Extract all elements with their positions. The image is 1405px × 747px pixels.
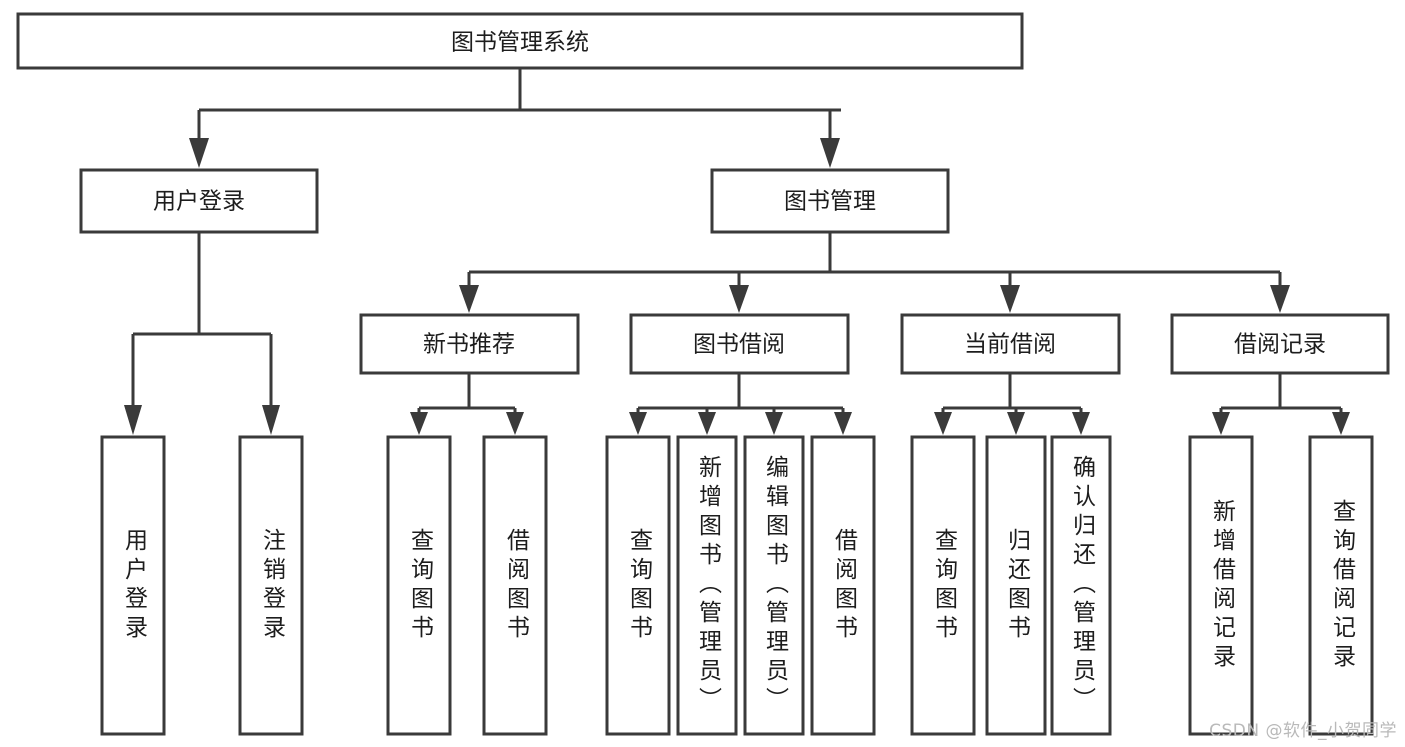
node-book-borrow-box[interactable] (629, 313, 850, 375)
node-leaf-user-login-box[interactable] (100, 435, 166, 736)
node-borrow-record-box[interactable] (1170, 313, 1390, 375)
arrowhead-leaf-borrow-book-2 (834, 412, 852, 435)
arrowhead-leaf-user-logout (262, 405, 280, 435)
node-new-book-rec[interactable]: 新书推荐 (359, 313, 580, 375)
node-leaf-borrow-book-1-box[interactable] (482, 435, 548, 736)
node-leaf-query-record-box[interactable] (1308, 435, 1374, 736)
node-leaf-query-book-1-box[interactable] (386, 435, 452, 736)
arrowhead-leaf-confirm-return (1072, 412, 1090, 435)
node-root[interactable]: 图书管理系统 (16, 12, 1024, 70)
node-user-login-box[interactable] (79, 168, 319, 234)
connector-group-user-login (124, 232, 280, 435)
arrowhead-leaf-query-book-3 (934, 412, 952, 435)
node-book-manage-box[interactable] (710, 168, 950, 234)
node-new-book-rec-box[interactable] (359, 313, 580, 375)
node-book-borrow-label: 图书借阅 (693, 332, 785, 358)
node-leaf-edit-book-box[interactable] (743, 435, 805, 736)
node-leaf-add-record-box[interactable] (1188, 435, 1254, 736)
connector-group-root (189, 68, 841, 168)
arrowhead-leaf-return-book (1007, 412, 1025, 435)
node-leaf-query-book-2-box[interactable] (605, 435, 671, 736)
connector-group-current-borrow (934, 373, 1090, 435)
node-leaf-add-book-box[interactable] (676, 435, 738, 736)
node-root-box[interactable] (16, 12, 1024, 70)
node-leaf-confirm-return-box[interactable] (1050, 435, 1112, 736)
node-current-borrow-label: 当前借阅 (964, 332, 1056, 358)
arrowhead-leaf-add-book (698, 412, 716, 435)
connector-group-book-borrow (629, 373, 852, 435)
node-user-login[interactable]: 用户登录 (79, 168, 319, 234)
node-current-borrow[interactable]: 当前借阅 (900, 313, 1121, 375)
arrowhead-current-borrow (1000, 285, 1020, 313)
node-leaf-return-book-box[interactable] (985, 435, 1047, 736)
arrowhead-user-login (189, 138, 209, 168)
node-new-book-rec-label: 新书推荐 (423, 332, 515, 358)
arrowhead-new-book-rec (459, 285, 479, 313)
arrowhead-leaf-edit-book (765, 412, 783, 435)
arrowhead-borrow-record (1270, 285, 1290, 313)
arrowhead-book-manage (820, 138, 840, 168)
arrowhead-leaf-add-record (1212, 412, 1230, 435)
node-leaf-query-book-3-box[interactable] (910, 435, 976, 736)
node-root-label: 图书管理系统 (451, 30, 589, 56)
node-book-manage-label: 图书管理 (784, 189, 876, 215)
arrowhead-leaf-borrow-book-1 (506, 412, 524, 435)
node-current-borrow-box[interactable] (900, 313, 1121, 375)
node-leaf-user-logout-box[interactable] (238, 435, 304, 736)
node-user-login-label: 用户登录 (153, 189, 245, 215)
csdn-watermark: CSDN @软件_小贺同学 (1209, 721, 1397, 741)
connector-group-new-book-rec (410, 373, 524, 435)
connector-group-borrow-record (1212, 373, 1350, 435)
arrowhead-leaf-query-book-2 (629, 412, 647, 435)
connector-group-book-manage (459, 232, 1290, 313)
arrowhead-book-borrow (729, 285, 749, 313)
node-leaf-borrow-book-2-box[interactable] (810, 435, 876, 736)
node-book-borrow[interactable]: 图书借阅 (629, 313, 850, 375)
arrowhead-leaf-user-login (124, 405, 142, 435)
node-borrow-record[interactable]: 借阅记录 (1170, 313, 1390, 375)
arrowhead-leaf-query-book-1 (410, 412, 428, 435)
node-borrow-record-label: 借阅记录 (1234, 332, 1326, 358)
node-book-manage[interactable]: 图书管理 (710, 168, 950, 234)
arrowhead-leaf-query-record (1332, 412, 1350, 435)
